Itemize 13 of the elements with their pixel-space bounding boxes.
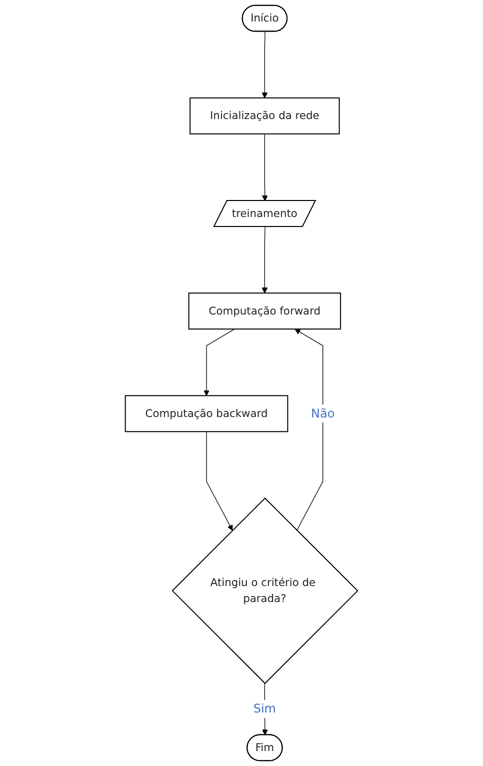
arrow	[262, 683, 268, 736]
edge-label: Não	[311, 406, 335, 421]
node-diamond: Atingiu o critério de parada?	[172, 498, 358, 684]
arrow	[204, 328, 235, 396]
arrow	[206, 431, 233, 531]
arrow	[262, 134, 268, 202]
edge-label: Sim	[253, 702, 276, 716]
arrow	[262, 226, 268, 294]
node-box: Inicialização da rede	[190, 97, 340, 134]
arrow	[294, 328, 324, 531]
node-box: Computação forward	[188, 292, 342, 330]
node-box: Computação backward	[124, 395, 288, 432]
arrow	[262, 31, 268, 98]
